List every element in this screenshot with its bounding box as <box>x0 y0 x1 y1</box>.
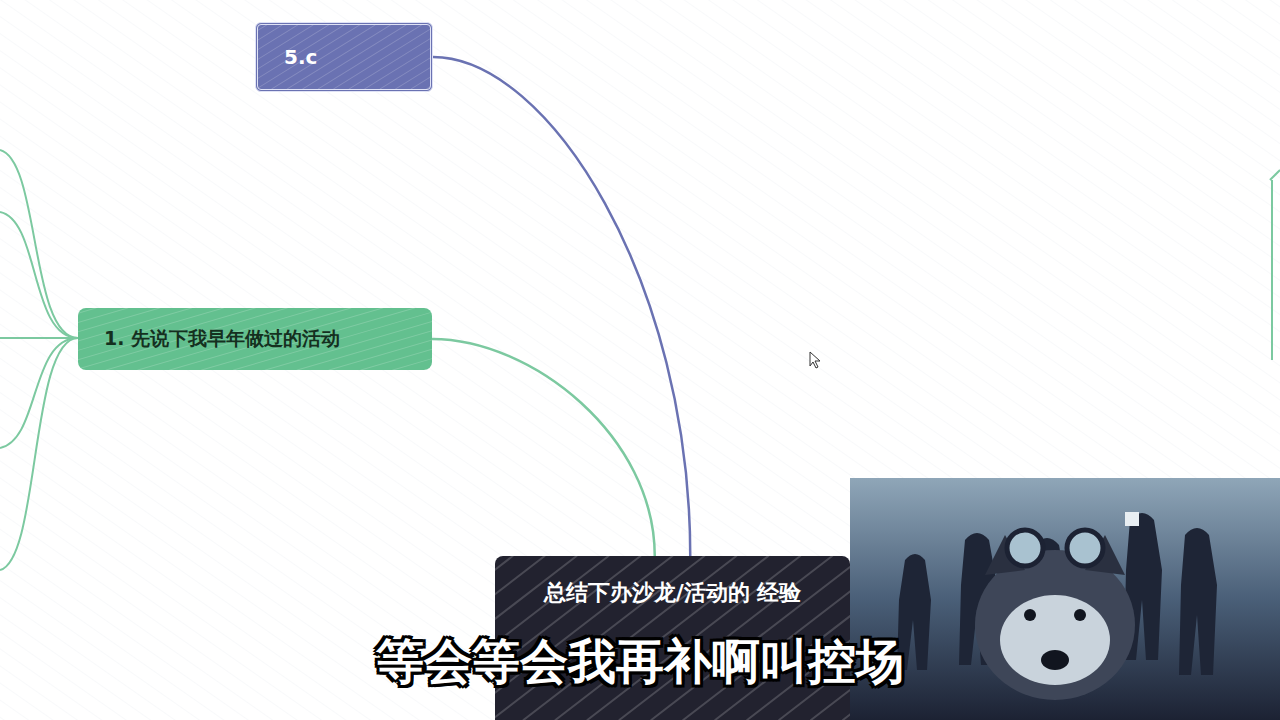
branch-connector <box>432 339 655 556</box>
branch-topic-box: 1. 先说下我早年做过的活动 <box>78 308 432 370</box>
video-subtitle: 等会等会我再补啊叫控场 <box>376 630 904 694</box>
topic-text: 1. 先说下我早年做过的活动 <box>104 326 340 352</box>
topic-text: 总结下办沙龙/活动的 经验 <box>544 578 802 608</box>
branch-connector <box>433 57 690 556</box>
branch-topic-box: 5.c <box>255 22 433 92</box>
box-hatching <box>258 25 430 89</box>
topic-text: 5.c <box>284 45 317 69</box>
